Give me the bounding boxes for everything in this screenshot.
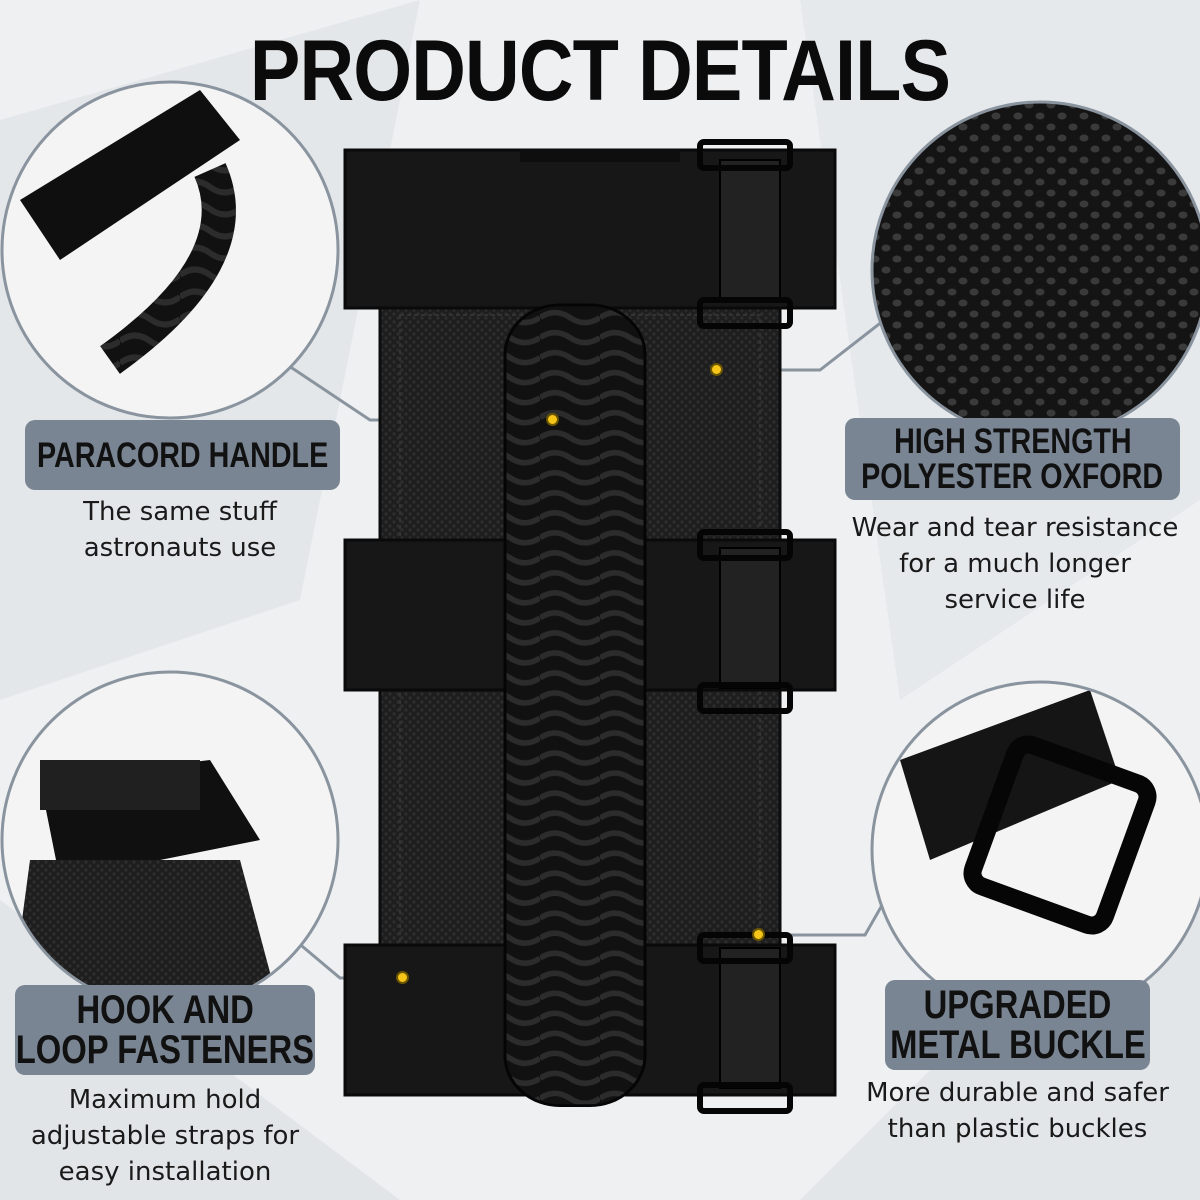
- paracord-label-text: PARACORD HANDLE: [36, 435, 329, 475]
- fabric-label-line: POLYESTER OXFORD: [861, 457, 1164, 496]
- callout-dot-buckle: [752, 928, 765, 941]
- buckle-label-line: METAL BUCKLE: [889, 1023, 1146, 1067]
- desc-line: astronauts use: [83, 533, 277, 563]
- fabric-label-line: HIGH STRENGTH: [893, 422, 1132, 461]
- callout-dot-fabric: [710, 363, 723, 376]
- callout-dot-hook: [396, 971, 409, 984]
- paracord-label: PARACORD HANDLE: [25, 420, 340, 490]
- hook-label-line: LOOP FASTENERS: [15, 1028, 315, 1072]
- desc-line: service life: [944, 585, 1086, 615]
- fabric-description: Wear and tear resistance for a much long…: [845, 510, 1185, 618]
- desc-line: adjustable straps for: [30, 1121, 300, 1151]
- desc-line: easy installation: [58, 1157, 272, 1187]
- hook-label-line: HOOK AND: [76, 988, 254, 1032]
- buckle-description: More durable and safer than plastic buck…: [855, 1075, 1180, 1147]
- desc-line: than plastic buckles: [887, 1114, 1148, 1144]
- page-title: PRODUCT DETAILS: [249, 23, 951, 119]
- desc-line: The same stuff: [83, 497, 277, 527]
- desc-line: More durable and safer: [866, 1078, 1169, 1108]
- buckle-label-line: UPGRADED: [923, 983, 1112, 1027]
- desc-line: for a much longer: [899, 549, 1131, 579]
- hook-loop-label: HOOK AND LOOP FASTENERS: [15, 985, 315, 1075]
- paracord-description: The same stuff astronauts use: [20, 494, 340, 566]
- desc-line: Maximum hold: [68, 1085, 262, 1115]
- desc-line: Wear and tear resistance: [851, 513, 1179, 543]
- callout-dot-paracord: [546, 413, 559, 426]
- fabric-label: HIGH STRENGTH POLYESTER OXFORD: [845, 418, 1180, 500]
- buckle-label: UPGRADED METAL BUCKLE: [885, 980, 1150, 1070]
- hook-loop-description: Maximum hold adjustable straps for easy …: [10, 1082, 320, 1190]
